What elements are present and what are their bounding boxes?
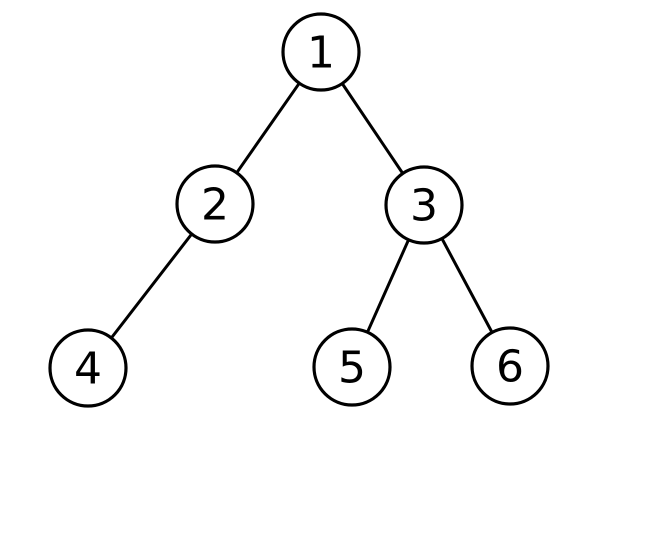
node-4: 4 [48, 328, 128, 408]
node-1-label: 1 [307, 28, 335, 79]
node-3-circle [384, 165, 464, 245]
node-5-label: 5 [338, 343, 366, 394]
node-1: 1 [281, 12, 361, 92]
edge-3-6 [440, 237, 494, 334]
node-6: 6 [470, 326, 550, 406]
node-2-circle [175, 164, 255, 244]
edge-1-2 [235, 81, 301, 175]
node-3: 3 [384, 165, 464, 245]
node-2: 2 [175, 164, 255, 244]
node-4-circle [48, 328, 128, 408]
edge-3-5 [365, 238, 411, 334]
edge-2-4 [109, 232, 194, 340]
node-6-label: 6 [496, 342, 524, 393]
node-3-label: 3 [410, 181, 438, 232]
tree-edges [109, 81, 494, 340]
node-4-label: 4 [74, 344, 102, 395]
node-1-circle [281, 12, 361, 92]
node-5: 5 [312, 327, 392, 407]
node-2-label: 2 [201, 180, 229, 231]
node-5-circle [312, 327, 392, 407]
node-6-circle [470, 326, 550, 406]
tree-nodes: 1 2 3 4 5 6 [48, 12, 550, 408]
edge-1-3 [340, 82, 405, 175]
